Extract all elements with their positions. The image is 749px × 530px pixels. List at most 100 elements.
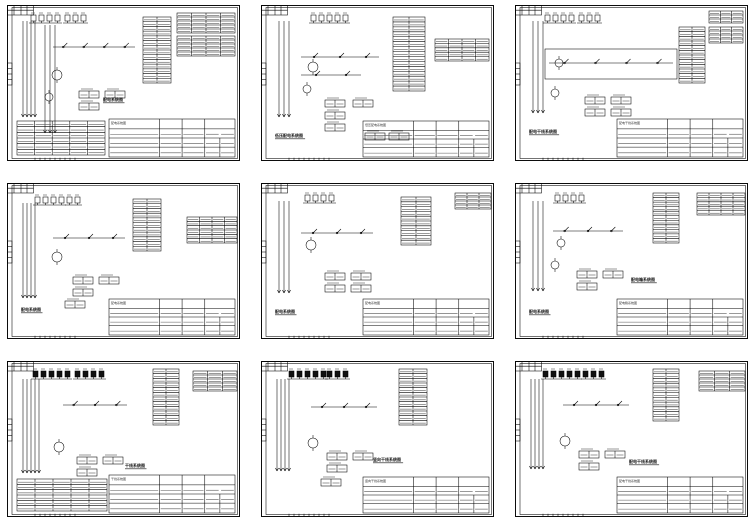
label-box bbox=[610, 106, 632, 117]
breaker-chain bbox=[63, 400, 127, 407]
sheet-3[interactable]: 配电干线系统图配电干线系统图 bbox=[515, 5, 748, 161]
sheet-frame bbox=[261, 183, 494, 339]
sheet-frame bbox=[7, 5, 240, 161]
busbar-terminals bbox=[31, 368, 72, 380]
title-block: 配电干线系统图 bbox=[616, 476, 744, 514]
label-box bbox=[578, 460, 600, 471]
label-box bbox=[78, 88, 100, 99]
schedule-table bbox=[708, 26, 744, 44]
svg-text:配电干线系统图: 配电干线系统图 bbox=[529, 128, 557, 134]
meter-circle bbox=[556, 236, 566, 250]
busbar-terminals bbox=[541, 368, 582, 380]
busbar-terminals bbox=[65, 194, 82, 206]
sheet-frame bbox=[515, 361, 748, 517]
sheet-4[interactable]: 配电系统图配电系统图 bbox=[7, 183, 240, 339]
sheet-8[interactable]: 竖向干线系统图竖向干线系统图 bbox=[261, 361, 494, 517]
schedule-table bbox=[398, 368, 428, 426]
breaker-chain bbox=[301, 52, 379, 59]
busbar-terminals bbox=[33, 194, 66, 206]
schedule-table bbox=[652, 192, 680, 244]
label-box bbox=[324, 282, 346, 293]
meter-circle bbox=[550, 86, 560, 100]
label-box bbox=[324, 97, 346, 108]
busbar-terminals bbox=[581, 368, 606, 380]
sheet-9[interactable]: 配电干线系统图配电干线系统图 bbox=[515, 361, 748, 517]
sheet-frame bbox=[515, 183, 748, 339]
sheet-5[interactable]: 配电系统图配电系统图 bbox=[261, 183, 494, 339]
meter-circle bbox=[302, 82, 312, 96]
drawing-caption: 低压配电系统图 bbox=[274, 132, 306, 140]
label-box bbox=[578, 448, 600, 459]
label-box bbox=[326, 450, 348, 461]
label-box bbox=[576, 280, 598, 291]
svg-text:配电系统图: 配电系统图 bbox=[275, 308, 295, 314]
breaker-chain bbox=[53, 42, 135, 49]
breaker-chain bbox=[301, 228, 373, 235]
schedule-table bbox=[400, 196, 432, 246]
svg-text:配电系统图: 配电系统图 bbox=[111, 120, 126, 125]
label-box bbox=[104, 88, 126, 99]
breaker-chain bbox=[563, 400, 629, 407]
label-box bbox=[76, 454, 98, 465]
feeder-lines bbox=[529, 379, 545, 470]
feeder-lines bbox=[21, 21, 37, 118]
busbar-terminals bbox=[543, 12, 576, 24]
title-block: 配电系统图 bbox=[108, 298, 236, 336]
drawing-caption: 配电系统图 bbox=[21, 306, 43, 314]
enclosure-box bbox=[544, 48, 678, 80]
feeder-lines bbox=[21, 379, 41, 474]
schedule-table bbox=[434, 38, 490, 62]
label-box bbox=[364, 130, 386, 141]
feeder-lines bbox=[531, 201, 545, 292]
breaker-chain bbox=[311, 402, 377, 409]
sheet-frame bbox=[261, 5, 494, 161]
drawing-caption: 配电干线系统图 bbox=[629, 458, 660, 466]
svg-text:配电系统图: 配电系统图 bbox=[365, 300, 380, 305]
svg-text:配电系统图: 配电系统图 bbox=[103, 96, 123, 102]
busbar-terminals bbox=[577, 12, 602, 24]
label-box bbox=[98, 274, 120, 285]
label-box bbox=[76, 466, 98, 477]
sheet-7[interactable]: 干线系统图干线系统图 bbox=[7, 361, 240, 517]
drawing-caption: 配电箱系统图 bbox=[631, 276, 657, 284]
drawing-caption: 配电干线系统图 bbox=[529, 128, 560, 136]
svg-text:配电箱系统图: 配电箱系统图 bbox=[619, 300, 637, 305]
title-block: 配电系统图 bbox=[362, 298, 490, 336]
sheet-1[interactable]: 配电系统图配电系统图 bbox=[7, 5, 240, 161]
drawing-caption: 干线系统图 bbox=[125, 462, 147, 470]
breaker-chain bbox=[553, 226, 623, 233]
meter-circle bbox=[53, 439, 65, 455]
schedule-table bbox=[176, 35, 236, 57]
breaker-chain bbox=[549, 58, 673, 65]
svg-text:配电箱系统图: 配电箱系统图 bbox=[631, 276, 655, 282]
breaker-chain bbox=[301, 70, 361, 77]
drawing-caption: 竖向干线系统图 bbox=[373, 456, 404, 464]
meter-circle bbox=[305, 237, 317, 253]
sheet-6[interactable]: 配电箱系统图配电系统图 配电箱系统图 bbox=[515, 183, 748, 339]
schedule-table bbox=[678, 26, 706, 84]
label-box bbox=[352, 450, 374, 461]
label-box bbox=[72, 274, 94, 285]
svg-text:配电系统图: 配电系统图 bbox=[111, 300, 126, 305]
label-box bbox=[102, 454, 124, 465]
busbar-terminals bbox=[73, 368, 106, 380]
busbar-terminals bbox=[287, 368, 328, 380]
busbar-terminals bbox=[303, 192, 336, 204]
svg-text:配电干线系统图: 配电干线系统图 bbox=[629, 458, 657, 464]
svg-text:干线系统图: 干线系统图 bbox=[125, 462, 145, 468]
schedule-table bbox=[186, 216, 238, 244]
drawing-caption: 配电系统图 bbox=[529, 308, 551, 316]
schedule-table bbox=[176, 12, 236, 34]
breaker-chain bbox=[53, 233, 125, 240]
svg-text:配电干线系统图: 配电干线系统图 bbox=[619, 478, 640, 483]
feeder-lines bbox=[21, 203, 37, 299]
schedule-table bbox=[142, 16, 172, 84]
schedule-table bbox=[454, 192, 492, 210]
svg-text:低压配电系统图: 低压配电系统图 bbox=[365, 122, 386, 127]
svg-text:低压配电系统图: 低压配电系统图 bbox=[274, 132, 303, 138]
sheet-2[interactable]: 低压配电系统图低压配电系统图 bbox=[261, 5, 494, 161]
busbar-terminals bbox=[325, 368, 350, 380]
title-block: 配电箱系统图 bbox=[616, 298, 744, 336]
title-block: 配电系统图 bbox=[108, 118, 236, 158]
label-box bbox=[584, 94, 606, 105]
